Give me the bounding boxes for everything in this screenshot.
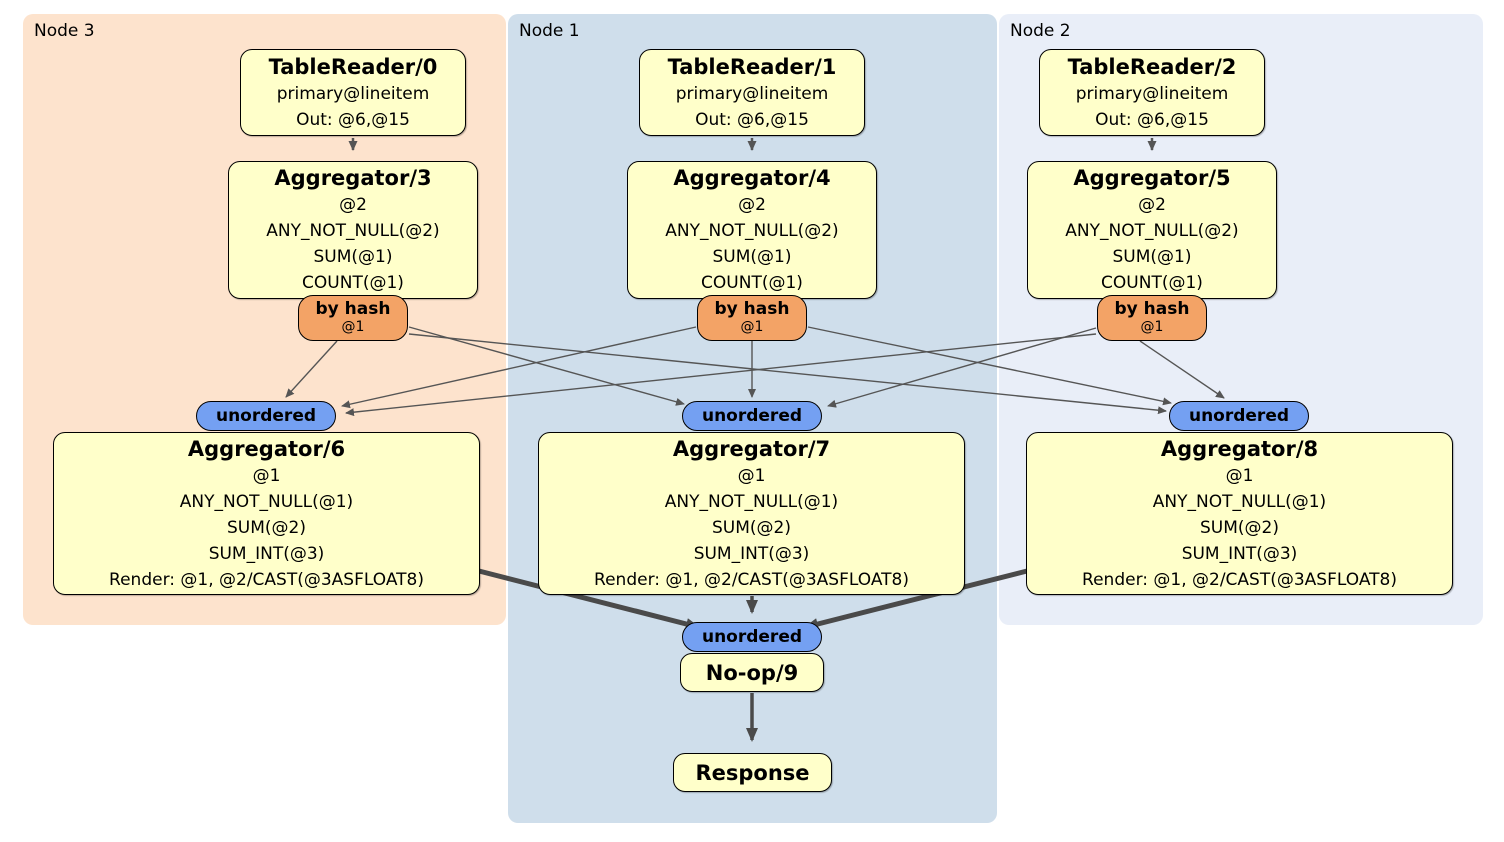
- processor-detail: ANY_NOT_NULL(@2): [266, 221, 440, 241]
- processor-detail: primary@lineitem: [276, 83, 430, 104]
- processor-detail: ANY_NOT_NULL(@2): [665, 221, 839, 241]
- processor-detail: @2: [738, 195, 766, 215]
- processor-noop-9: No-op/9: [680, 653, 824, 692]
- processor-title: Response: [695, 760, 810, 785]
- edge-bh4-uL: [341, 326, 697, 409]
- processor-detail: COUNT(@1): [701, 273, 803, 293]
- processor-response: Response: [673, 753, 832, 792]
- processor-aggregator-7: Aggregator/7 @1 ANY_NOT_NULL(@1) SUM(@2)…: [538, 432, 965, 595]
- processor-detail: SUM_INT(@3): [1181, 543, 1298, 564]
- router-column: @1: [341, 319, 365, 335]
- sync-unordered-before-noop-9: unordered: [682, 622, 822, 652]
- processor-title: Aggregator/5: [1073, 166, 1231, 190]
- processor-detail: SUM(@1): [1112, 247, 1192, 267]
- sync-unordered-before-aggregator-6: unordered: [196, 401, 336, 431]
- edge-bh5-uM: [827, 327, 1097, 408]
- processor-detail: @2: [1138, 195, 1166, 215]
- sync-unordered-before-aggregator-7: unordered: [682, 401, 822, 431]
- processor-title: TableReader/1: [667, 54, 837, 79]
- processor-detail: Out: @6,@15: [1095, 109, 1209, 130]
- processor-aggregator-5: Aggregator/5 @2 ANY_NOT_NULL(@2) SUM(@1)…: [1027, 161, 1277, 299]
- processor-title: Aggregator/4: [673, 166, 831, 190]
- processor-detail: @1: [252, 465, 281, 486]
- processor-detail: primary@lineitem: [1075, 83, 1229, 104]
- processor-detail: Out: @6,@15: [296, 109, 410, 130]
- router-by-hash-after-aggregator-4: by hash @1: [697, 295, 807, 341]
- processor-title: Aggregator/8: [1160, 436, 1319, 461]
- processor-detail: ANY_NOT_NULL(@1): [1152, 491, 1327, 512]
- processor-detail: @2: [339, 195, 367, 215]
- router-column: @1: [740, 319, 764, 335]
- edge-agg8-uF: [804, 568, 1028, 630]
- processor-detail: SUM(@2): [1200, 517, 1279, 538]
- processor-detail: SUM(@2): [227, 517, 306, 538]
- processor-detail: SUM(@2): [712, 517, 791, 538]
- processor-tablereader-0: TableReader/0 primary@lineitem Out: @6,@…: [240, 49, 466, 136]
- router-by-hash-after-aggregator-3: by hash @1: [298, 295, 408, 341]
- processor-detail: SUM(@1): [313, 247, 393, 267]
- edge-agg6-uF: [478, 568, 700, 630]
- processor-title: Aggregator/6: [187, 436, 346, 461]
- processor-title: Aggregator/3: [274, 166, 432, 190]
- processor-detail: primary@lineitem: [675, 83, 829, 104]
- router-label: by hash: [714, 299, 790, 319]
- processor-detail: Render: @1, @2/CAST(@3ASFLOAT8): [109, 569, 424, 590]
- router-label: by hash: [315, 299, 391, 319]
- processor-detail: ANY_NOT_NULL(@1): [179, 491, 354, 512]
- edge-bh5-uL: [345, 333, 1097, 417]
- processor-aggregator-3: Aggregator/3 @2 ANY_NOT_NULL(@2) SUM(@1)…: [228, 161, 478, 299]
- processor-detail: @1: [1225, 465, 1254, 486]
- processor-detail: SUM_INT(@3): [208, 543, 325, 564]
- processor-aggregator-4: Aggregator/4 @2 ANY_NOT_NULL(@2) SUM(@1)…: [627, 161, 877, 299]
- processor-tablereader-1: TableReader/1 primary@lineitem Out: @6,@…: [639, 49, 865, 136]
- processor-tablereader-2: TableReader/2 primary@lineitem Out: @6,@…: [1039, 49, 1265, 136]
- router-column: @1: [1140, 319, 1164, 335]
- processor-detail: Out: @6,@15: [695, 109, 809, 130]
- group-node2-label: Node 2: [1010, 21, 1071, 41]
- group-node3-label: Node 3: [34, 21, 95, 41]
- processor-detail: COUNT(@1): [1101, 273, 1203, 293]
- processor-title: Aggregator/7: [672, 436, 831, 461]
- sync-unordered-before-aggregator-8: unordered: [1169, 401, 1309, 431]
- edge-bh3-uR: [408, 333, 1167, 415]
- processor-aggregator-6: Aggregator/6 @1 ANY_NOT_NULL(@1) SUM(@2)…: [53, 432, 480, 595]
- processor-detail: ANY_NOT_NULL(@2): [1065, 221, 1239, 241]
- edge-bh3-uM: [408, 326, 685, 406]
- edge-bh5-uR: [1139, 340, 1225, 399]
- router-label: by hash: [1114, 299, 1190, 319]
- processor-aggregator-8: Aggregator/8 @1 ANY_NOT_NULL(@1) SUM(@2)…: [1026, 432, 1453, 595]
- processor-detail: ANY_NOT_NULL(@1): [664, 491, 839, 512]
- edge-bh4-uR: [807, 326, 1172, 406]
- group-node1-label: Node 1: [519, 21, 580, 41]
- processor-detail: Render: @1, @2/CAST(@3ASFLOAT8): [1082, 569, 1397, 590]
- processor-detail: COUNT(@1): [302, 273, 404, 293]
- processor-detail: @1: [737, 465, 766, 486]
- processor-detail: SUM_INT(@3): [693, 543, 810, 564]
- processor-detail: Render: @1, @2/CAST(@3ASFLOAT8): [594, 569, 909, 590]
- processor-detail: SUM(@1): [712, 247, 792, 267]
- router-by-hash-after-aggregator-5: by hash @1: [1097, 295, 1207, 341]
- processor-title: TableReader/2: [1067, 54, 1237, 79]
- processor-title: No-op/9: [705, 660, 799, 685]
- processor-title: TableReader/0: [268, 54, 438, 79]
- edge-bh3-uL: [285, 340, 338, 398]
